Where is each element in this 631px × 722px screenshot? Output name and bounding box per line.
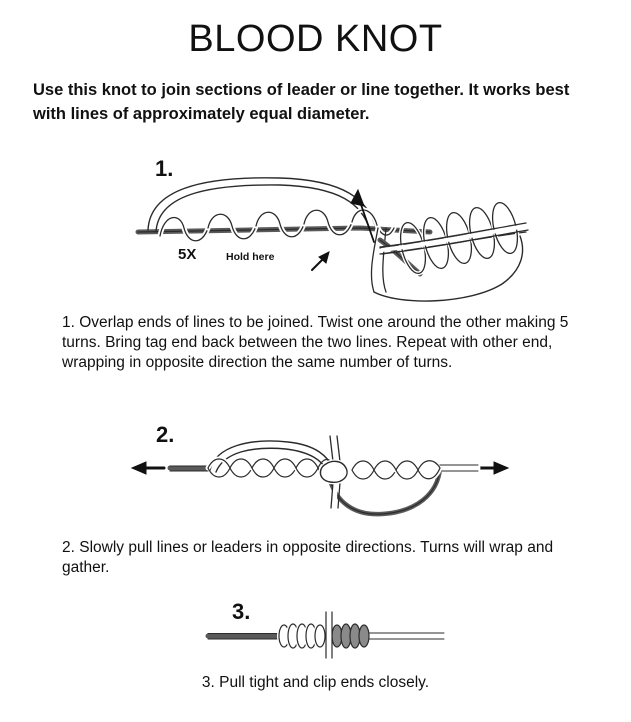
tag-end-arc-inner [155, 184, 371, 233]
page-title: BLOOD KNOT [188, 18, 443, 60]
diagram-step-3-svg [205, 609, 447, 661]
diagram-step-2-svg [130, 433, 510, 517]
diagram-step-3 [200, 609, 450, 661]
standing-line-right-top-a [379, 222, 527, 248]
hold-here-arrow-icon [311, 251, 330, 271]
center-tag-right [382, 227, 387, 293]
right-gathered-coils [331, 623, 370, 649]
intro-paragraph: Use this knot to join sections of leader… [33, 81, 570, 123]
diagram-step-1 [130, 170, 530, 302]
center-knot [319, 460, 348, 483]
upper-loop-inner [215, 447, 329, 473]
center-tag-left [370, 227, 379, 293]
left-pull-arrow-icon [130, 461, 166, 475]
step-text-3: 3. Pull tight and clip ends closely. [201, 674, 430, 691]
diagram-step-1-svg [135, 177, 529, 302]
upper-loop-outer [209, 440, 335, 471]
dark-tag-end-outline [379, 239, 421, 275]
right-lower-loop [373, 235, 524, 302]
step-number-3: 3. [232, 599, 251, 624]
step-number-1: 1. [155, 156, 174, 181]
standing-line-right-top-fill [380, 224, 528, 252]
left-gathered-coils [277, 622, 327, 650]
up-arrow-icon [350, 188, 375, 243]
right-pull-arrow-icon [474, 461, 510, 475]
left-twisted-turns [205, 456, 337, 480]
step-number-2: 2. [156, 422, 175, 447]
label-hold-here: Hold here [226, 251, 275, 263]
label-five-turns: 5X [178, 246, 197, 263]
right-twisted-turns [349, 458, 443, 482]
diagram-step-2 [120, 430, 520, 525]
left-wraps [157, 207, 397, 244]
standing-line-right-top-b [381, 229, 529, 255]
step-text-1: 1. Overlap ends of lines to be joined. T… [62, 314, 569, 371]
step-text-2: 2. Slowly pull lines or leaders in oppos… [62, 539, 554, 576]
